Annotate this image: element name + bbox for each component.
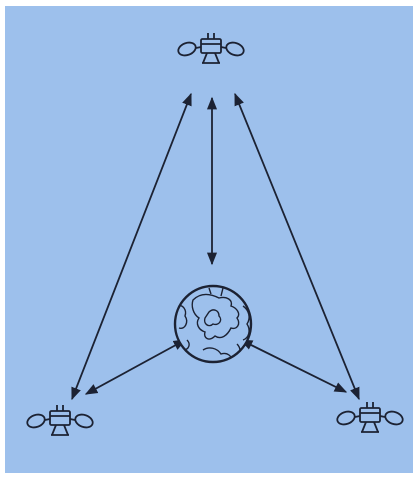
diagram-background: [5, 6, 413, 473]
earth-globe-icon: [175, 286, 251, 362]
satellite-network-diagram: [5, 6, 413, 473]
diagram-panel: [5, 6, 413, 473]
